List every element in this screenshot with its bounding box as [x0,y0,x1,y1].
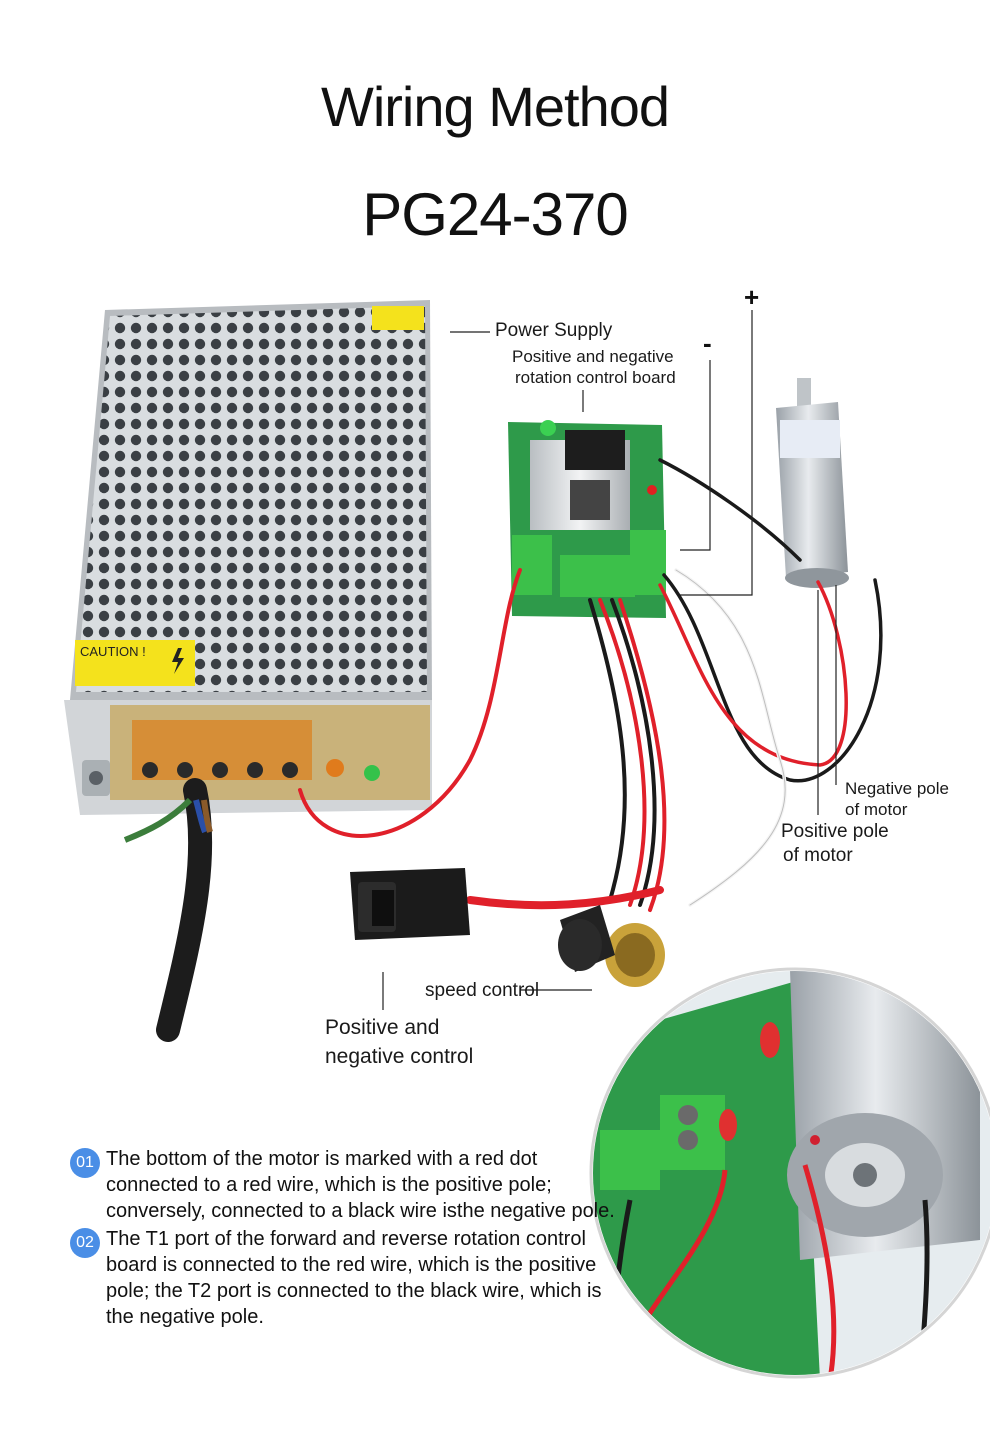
plus-sign: + [744,282,760,312]
speed-potentiometer [558,905,665,987]
mains-cable [123,778,213,1042]
note-number-badge: 02 [70,1228,100,1258]
power-supply: CAUTION ! [64,300,432,815]
pn-control-label-line2: negative control [325,1045,474,1068]
positive-pole-label-line1: Positive pole [781,821,889,842]
led-indicator [364,765,380,781]
positive-pole-label-line2: of motor [783,845,853,866]
page-title: Wiring Method [320,75,670,138]
control-board-label-line1: Positive and negative [512,347,674,366]
detail-inset [589,967,990,1379]
wires [298,458,883,912]
note-text: The bottom of the motor is marked with a… [106,1148,615,1222]
caution-text: CAUTION ! [80,644,146,659]
note-item: 02 The T1 port of the forward and revers… [70,1226,630,1330]
control-board [508,420,666,618]
warranty-sticker [372,306,424,330]
gear-motor [776,378,849,588]
power-supply-label: Power Supply [495,320,613,341]
high-voltage-icon [172,648,184,674]
note-item: 01 The bottom of the motor is marked wit… [70,1146,630,1224]
wiring-notes: 01 The bottom of the motor is marked wit… [70,1146,630,1332]
reversing-switch [350,868,470,940]
negative-pole-label-line2: of motor [845,800,908,819]
note-text: The T1 port of the forward and reverse r… [106,1228,602,1328]
caution-sticker [75,640,195,686]
note-number-badge: 01 [70,1148,100,1178]
pn-control-label-line1: Positive and [325,1016,440,1039]
callout-lines [382,310,837,1010]
minus-sign: - [703,328,712,358]
control-board-label-line2: rotation control board [515,368,676,387]
terminal-bottom [560,555,635,597]
model-number: PG24-370 [362,181,629,248]
speed-control-label: speed control [425,980,540,1001]
negative-pole-label-line1: Negative pole [845,779,949,798]
terminal-left [512,535,552,595]
